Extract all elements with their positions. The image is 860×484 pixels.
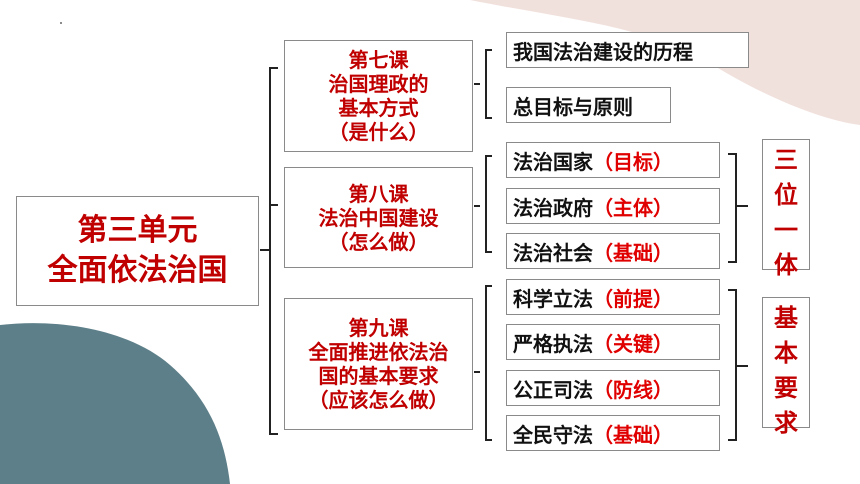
item-main: 总目标与原则 [513, 94, 633, 119]
item-box: 全民守法 （基础） [506, 415, 720, 451]
item-box: 我国法治建设的历程 [506, 32, 749, 68]
lesson-7-box: 第七课 治国理政的 基本方式 （是什么） [284, 40, 473, 152]
lesson-7-line: 第七课 [348, 48, 409, 72]
lesson-7-line: 基本方式 [338, 96, 419, 120]
bottom-left-blob [0, 323, 230, 484]
lesson-9-line: 全面推进依法治 [308, 340, 449, 364]
lesson8-brace [474, 155, 492, 253]
item-box: 科学立法 （前提） [506, 279, 720, 315]
main-brace [260, 67, 278, 435]
item-paren: （防线） [593, 377, 673, 402]
lesson-9-line: （应该怎么做） [308, 388, 449, 412]
item-main: 法治社会 [513, 240, 593, 265]
small-dot [60, 22, 62, 24]
unit-title-line2: 全面依法治国 [47, 253, 228, 288]
lesson-9-box: 第九课 全面推进依法治 国的基本要求 （应该怎么做） [284, 298, 473, 430]
lesson-8-box: 第八课 法治中国建设 （怎么做） [284, 167, 473, 268]
item-main: 公正司法 [513, 377, 593, 402]
item-box: 公正司法 （防线） [506, 370, 720, 406]
side-label-box-1: 三 位 一 体 [762, 139, 810, 279]
item-main: 我国法治建设的历程 [513, 39, 693, 64]
side-label-char: 体 [774, 251, 798, 279]
item-main: 全民守法 [513, 422, 593, 447]
lesson9-brace [474, 285, 492, 441]
unit-title-line1: 第三单元 [77, 213, 198, 248]
item-main: 法治政府 [513, 195, 593, 220]
side-label-char: 基 [774, 304, 798, 332]
item-box: 法治国家 （目标） [506, 142, 720, 178]
side-label-char: 求 [774, 409, 798, 437]
top-right-blob [470, 0, 860, 125]
item-box: 严格执法 （关键） [506, 324, 720, 360]
right-bracket-2 [728, 289, 748, 441]
side-label-char: 一 [774, 216, 798, 244]
item-paren: （目标） [593, 149, 673, 174]
side-label-char: 位 [774, 181, 798, 209]
lesson-8-line: 第八课 [348, 181, 409, 206]
lesson-8-line: 法治中国建设 [318, 205, 439, 230]
side-label-char: 三 [774, 146, 798, 174]
item-paren: （主体） [593, 195, 673, 220]
right-bracket-1 [728, 153, 748, 263]
item-main: 法治国家 [513, 149, 593, 174]
unit-title-box: 第三单元 全面依法治国 [16, 196, 259, 306]
item-paren: （关键） [593, 331, 673, 356]
item-main: 严格执法 [513, 331, 593, 356]
lesson-9-line: 第九课 [348, 316, 409, 340]
item-box: 法治社会 （基础） [506, 233, 720, 269]
lesson7-brace [474, 49, 492, 119]
item-box: 法治政府 （主体） [506, 188, 720, 224]
item-box: 总目标与原则 [506, 87, 671, 123]
item-main: 科学立法 [513, 286, 593, 311]
item-paren: （基础） [593, 240, 673, 265]
lesson-8-line: （怎么做） [328, 229, 429, 254]
item-paren: （基础） [593, 422, 673, 447]
side-label-box-2: 基 本 要 求 [762, 297, 810, 437]
item-paren: （前提） [593, 286, 673, 311]
side-label-char: 要 [774, 374, 798, 402]
lesson-9-line: 国的基本要求 [318, 364, 439, 388]
lesson-7-line: 治国理政的 [328, 72, 429, 96]
lesson-7-line: （是什么） [328, 120, 429, 144]
side-label-char: 本 [774, 339, 798, 367]
